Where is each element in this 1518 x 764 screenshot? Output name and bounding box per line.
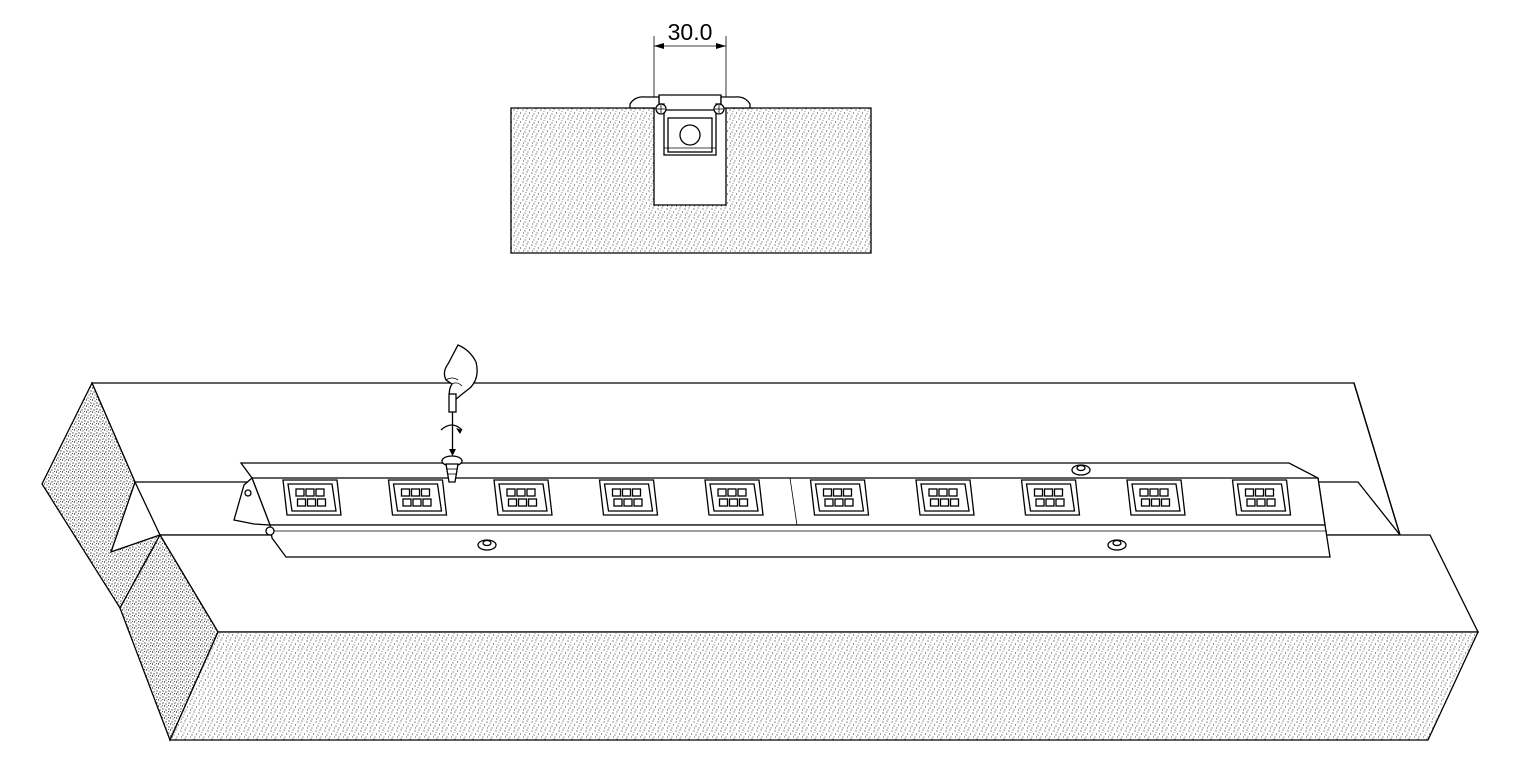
led-cell — [728, 498, 739, 507]
led-cell — [1254, 488, 1265, 497]
screw-right — [713, 103, 725, 115]
led-cell — [824, 498, 834, 507]
led-cell — [737, 488, 747, 497]
led-cell — [1053, 488, 1064, 497]
led-cell — [938, 488, 948, 497]
front-block-front-face — [168, 631, 1480, 741]
led-cell — [717, 488, 727, 497]
profile-cross-section — [658, 94, 722, 156]
led-cell — [1160, 498, 1171, 507]
led-cell — [738, 498, 749, 507]
led-cell — [1244, 488, 1255, 497]
led-module — [1020, 479, 1081, 516]
led-cell — [1149, 488, 1159, 497]
mounting-flanges — [629, 96, 751, 109]
led-cell — [400, 488, 411, 497]
led-cell — [527, 498, 538, 507]
led-cell — [949, 498, 960, 507]
led-cell — [1264, 488, 1275, 497]
led-cell — [939, 498, 950, 507]
led-cell — [1150, 498, 1161, 507]
led-module — [704, 479, 764, 516]
led-module — [282, 479, 342, 516]
led-cell — [296, 498, 307, 507]
led-cell — [1045, 498, 1055, 507]
dimension-marker: 30.0 — [653, 19, 727, 104]
led-module — [493, 479, 553, 516]
led-module — [387, 479, 448, 516]
led-cell — [1055, 498, 1065, 507]
led-cell — [832, 488, 843, 497]
profile-screw-3 — [1071, 464, 1091, 476]
led-module — [809, 479, 870, 516]
led-cell — [929, 498, 940, 507]
led-cell — [295, 488, 305, 497]
led-cell — [1140, 498, 1151, 507]
isometric-view — [41, 344, 1480, 742]
led-cell — [506, 488, 516, 497]
led-cell — [1246, 498, 1256, 507]
led-module — [915, 479, 975, 516]
led-cell — [1159, 488, 1169, 497]
led-cell — [928, 488, 938, 497]
led-modules — [282, 479, 1292, 516]
led-cell — [631, 488, 642, 497]
led-cell — [1035, 498, 1045, 507]
led-cell — [402, 498, 412, 507]
led-cell — [623, 498, 633, 507]
led-cell — [1266, 498, 1276, 507]
led-cell — [842, 488, 853, 497]
screwdriver-hand-icon — [440, 344, 478, 483]
section-view: 30.0 — [510, 19, 872, 254]
screw-left — [655, 103, 667, 115]
led-cell — [611, 488, 622, 497]
led-cell — [410, 488, 421, 497]
led-cell — [613, 498, 623, 507]
led-cell — [420, 488, 431, 497]
led-module — [598, 479, 659, 516]
led-cell — [422, 498, 432, 507]
led-cell — [727, 488, 737, 497]
led-cell — [306, 498, 317, 507]
profile-screw-2 — [1107, 539, 1127, 551]
led-cell — [1033, 488, 1044, 497]
led-module — [1126, 479, 1186, 516]
led-cell — [507, 498, 518, 507]
led-cell — [844, 498, 854, 507]
dimension-label: 30.0 — [668, 19, 713, 45]
led-cell — [822, 488, 833, 497]
profile-screw-1 — [477, 539, 497, 551]
led-cell — [834, 498, 844, 507]
led-cell — [526, 488, 536, 497]
led-cell — [621, 488, 632, 497]
led-cell — [1043, 488, 1054, 497]
led-cell — [1139, 488, 1149, 497]
led-cell — [305, 488, 315, 497]
led-cell — [412, 498, 422, 507]
led-cell — [516, 488, 526, 497]
led-cell — [948, 488, 958, 497]
led-cell — [633, 498, 643, 507]
led-cell — [517, 498, 528, 507]
led-cell — [1256, 498, 1266, 507]
led-module — [1231, 479, 1292, 516]
led-cell — [718, 498, 729, 507]
led-cell — [316, 498, 327, 507]
led-cell — [315, 488, 325, 497]
